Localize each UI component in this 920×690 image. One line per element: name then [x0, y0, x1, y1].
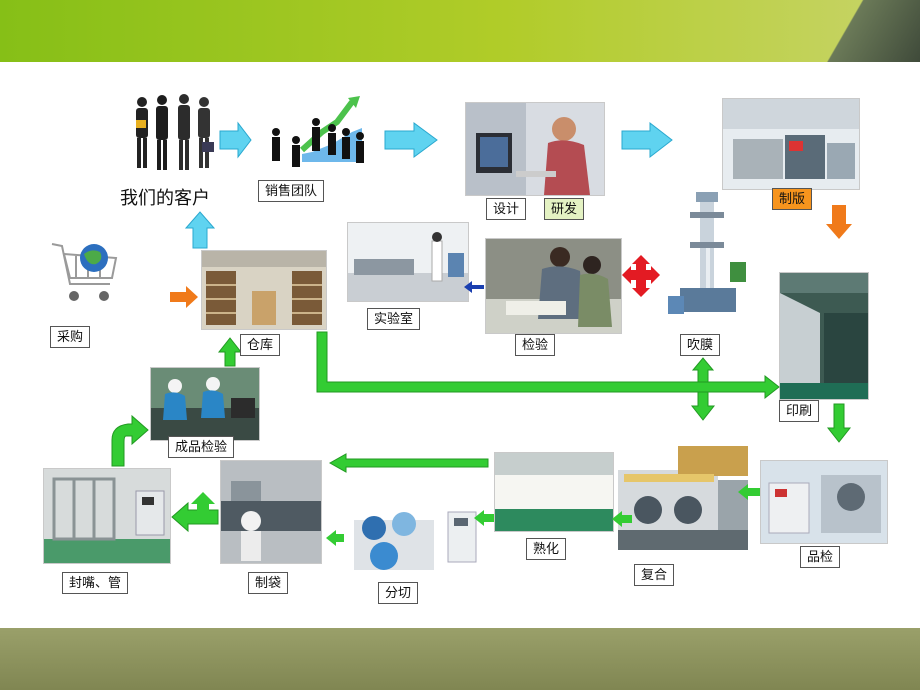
lab-photo: [347, 222, 469, 302]
label-purchase: 采购: [50, 326, 91, 348]
curing-photo: [494, 452, 614, 532]
arrow-customers-to-sales: [219, 121, 252, 159]
arrow-laminating-to-curing: [612, 511, 632, 527]
label-plate: 制版: [772, 188, 813, 210]
arrow-printing-to-quality: [826, 403, 852, 443]
red-cross-arrow: [622, 255, 660, 297]
label-warehouse: 仓库: [240, 334, 281, 356]
laminating-photo: [618, 440, 754, 564]
header-band: [0, 0, 920, 62]
bag-making-photo: [220, 460, 322, 564]
arrow-warehouse-to-printing: [316, 331, 780, 400]
design-photo: [465, 102, 605, 196]
header-wedge: [800, 0, 920, 62]
label-spout: 封嘴、管: [62, 572, 129, 594]
label-curing: 熟化: [526, 538, 567, 560]
sales-photo: [262, 92, 372, 172]
label-customers: 我们的客户: [120, 188, 210, 209]
arrow-sales-to-design: [384, 122, 438, 158]
label-laminating: 复合: [634, 564, 675, 586]
label-bag-making: 制袋: [248, 572, 289, 594]
blown-film-photo: [660, 192, 755, 322]
plate-photo: [722, 98, 860, 190]
finished-check-photo: [150, 367, 260, 441]
label-sales: 销售团队: [258, 180, 325, 202]
inspection-photo: [485, 238, 622, 334]
arrow-quality-to-laminating: [738, 484, 760, 500]
label-lab: 实验室: [367, 308, 421, 330]
customers-photo: [128, 92, 218, 176]
label-printing: 印刷: [779, 400, 820, 422]
arrow-design-to-plate: [621, 121, 673, 159]
arrow-finished-to-warehouse: [217, 337, 243, 367]
arrow-bag-to-spout: [171, 501, 219, 533]
printing-photo: [779, 272, 869, 400]
label-inspection: 检验: [515, 334, 556, 356]
arrow-curing-to-slitting: [474, 510, 494, 526]
quality-check-photo: [760, 460, 888, 544]
shopping-cart-icon: [50, 238, 122, 310]
arrow-inspection-to-lab: [464, 281, 484, 293]
arrow-plate-to-printing: [826, 205, 852, 239]
label-design: 设计: [486, 198, 527, 220]
arrow-bag-up: [191, 492, 215, 516]
slitting-photo: [344, 500, 484, 582]
arrow-spout-to-finished: [111, 414, 149, 467]
arrow-purchase-to-warehouse: [170, 286, 198, 308]
arrow-warehouse-to-customers: [184, 211, 216, 249]
label-blown-film: 吹膜: [680, 334, 721, 356]
label-slitting: 分切: [378, 582, 419, 604]
label-finished-check: 成品检验: [168, 436, 235, 458]
label-quality-check: 品检: [800, 546, 841, 568]
footer-band: [0, 628, 920, 690]
arrow-to-bag-making: [328, 453, 489, 473]
spout-photo: [43, 468, 171, 564]
arrow-slitting-to-bag: [326, 530, 344, 546]
arrow-to-blown-film: [691, 357, 715, 383]
arrow-to-down-branch: [690, 391, 716, 421]
label-rnd: 研发: [544, 198, 585, 220]
warehouse-photo: [201, 250, 327, 330]
